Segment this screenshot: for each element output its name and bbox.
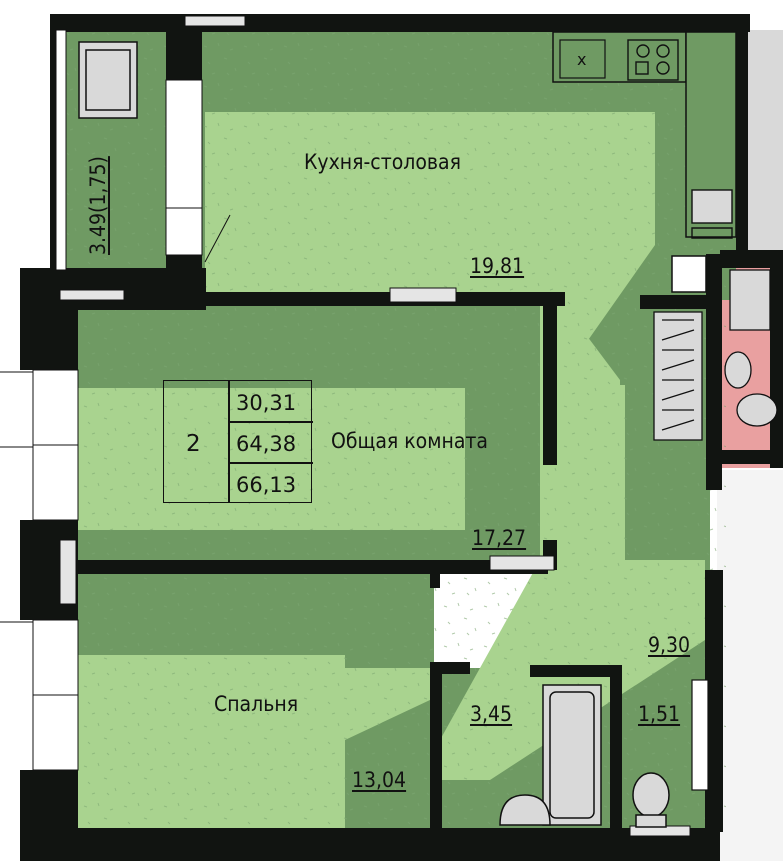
radiator-icon (653, 311, 703, 441)
total-area: 64,38 (236, 432, 297, 456)
wall-living-left (20, 300, 78, 370)
wall-top (60, 14, 750, 32)
wall-bath-top-b (530, 665, 620, 677)
wall-neighbor-bath-bottom (722, 450, 783, 464)
window-hall (489, 555, 555, 571)
total-area-with-balcony: 66,13 (236, 473, 297, 497)
living-name: Общая комната (331, 429, 488, 453)
wall-living-top (120, 292, 565, 306)
wall-bath-top-a (430, 662, 470, 674)
sink-cabinet (559, 39, 606, 79)
window-kitchen-top (184, 15, 246, 27)
living-area: 17,27 (472, 526, 527, 550)
toilet-area: 1,51 (638, 702, 681, 726)
wall-bedroom-stub (430, 570, 440, 588)
neighbor-area-right (717, 470, 783, 861)
kitchen-sink-icon (691, 189, 733, 239)
kitchen-name: Кухня-столовая (304, 150, 461, 174)
wall-right-lower (705, 570, 723, 832)
wall-shaft-top (640, 295, 720, 309)
wall-right-upper (736, 14, 748, 254)
window-left-mid (59, 539, 77, 605)
wall-bath-right (610, 665, 622, 832)
neighbor-fixtures (724, 269, 778, 427)
bedroom-area: 13,04 (352, 768, 407, 792)
wall-balcony-right (166, 30, 202, 80)
window-kitchen-side (165, 79, 203, 256)
bedroom-name: Спальня (214, 692, 299, 716)
washbasin-icon (499, 794, 551, 826)
ventilation-shaft (671, 255, 707, 293)
hall-area: 9,30 (648, 633, 691, 657)
wall-bottom (20, 828, 720, 861)
rooms-count: 2 (186, 431, 201, 457)
neighbor-top-right (745, 30, 783, 260)
kitchen-door-line (204, 214, 231, 263)
window-balcony-bottom (59, 289, 125, 301)
wall-bath-left (430, 662, 442, 832)
balcony-area: 3.49(1,75) (86, 156, 110, 255)
stove-icon (627, 39, 679, 81)
wall-neighbor-bath-right (770, 268, 783, 468)
bathroom-area: 3,45 (470, 702, 513, 726)
sink-mark: x (577, 50, 586, 69)
window-living-top (389, 287, 457, 303)
toilet-icon (632, 772, 670, 828)
wall-neighbor-top (720, 250, 783, 268)
kitchen-area: 19,81 (470, 254, 525, 278)
window-balcony-side (55, 29, 67, 271)
area-summary-box: 2 30,31 64,38 66,13 (163, 380, 313, 503)
living-area-total: 30,31 (236, 391, 297, 415)
wall-bedroom-top (78, 560, 548, 574)
bathtub-icon (542, 684, 602, 826)
wall-right-shaft (706, 254, 722, 490)
wall-living-right (543, 300, 557, 465)
washing-machine-icon (78, 41, 138, 119)
toilet-window (691, 679, 709, 791)
